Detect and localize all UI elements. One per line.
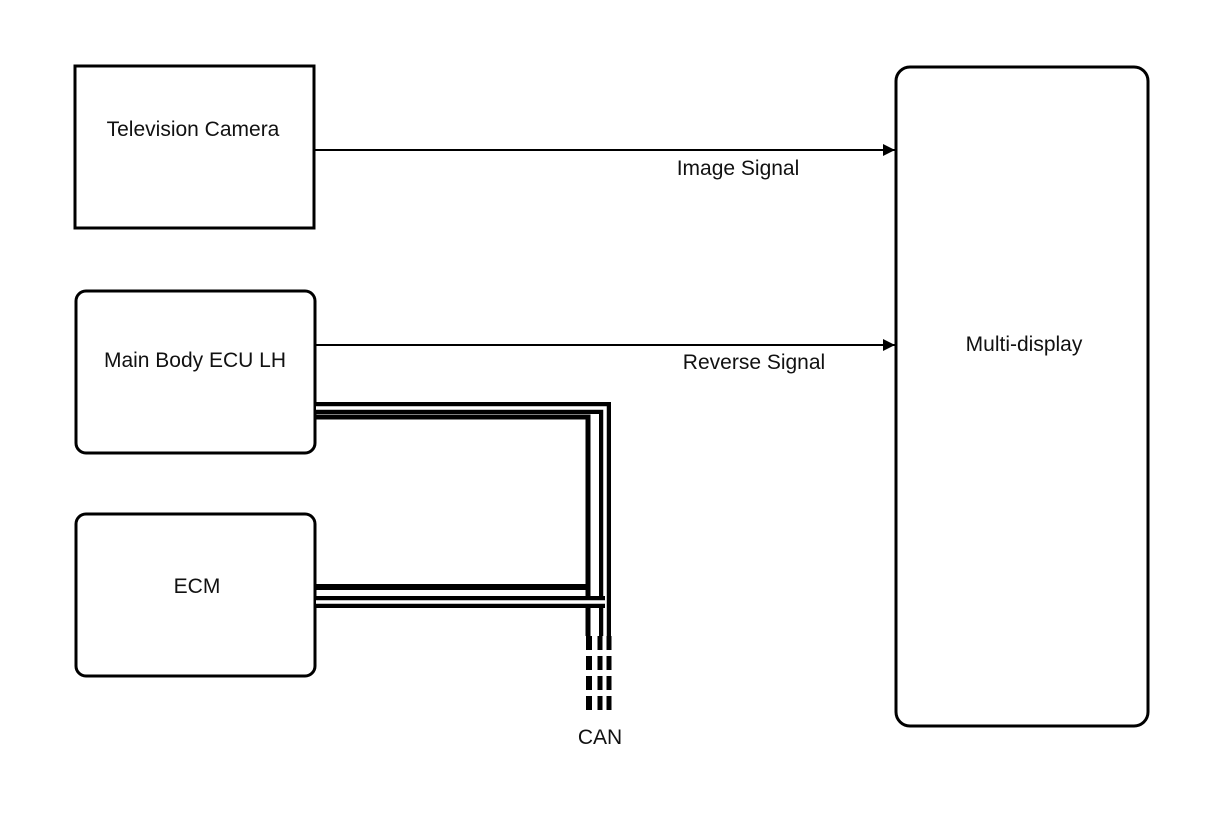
can-bus-continuation <box>586 636 612 716</box>
image-signal-label: Image Signal <box>677 157 800 180</box>
television-camera-box <box>73 64 316 230</box>
main-body-ecu-box <box>74 289 317 455</box>
multi-display-box <box>894 65 1150 728</box>
ecm-box <box>74 512 317 678</box>
reverse-signal-connection: Reverse Signal <box>316 339 895 374</box>
main-body-ecu-node: Main Body ECU LH <box>74 289 317 455</box>
ecm-label: ECM <box>174 575 221 598</box>
television-camera-label: Television Camera <box>107 118 280 141</box>
can-bus-wiring: CAN <box>316 402 622 749</box>
ecm-node: ECM <box>74 512 317 678</box>
multi-display-node: Multi-display <box>894 65 1150 728</box>
multi-display-label: Multi-display <box>966 333 1083 356</box>
reverse-signal-label: Reverse Signal <box>683 351 825 374</box>
main-body-ecu-label: Main Body ECU LH <box>104 349 286 372</box>
image-signal-connection: Image Signal <box>315 144 895 180</box>
can-bus-label: CAN <box>578 726 622 749</box>
television-camera-node: Television Camera <box>73 64 316 230</box>
